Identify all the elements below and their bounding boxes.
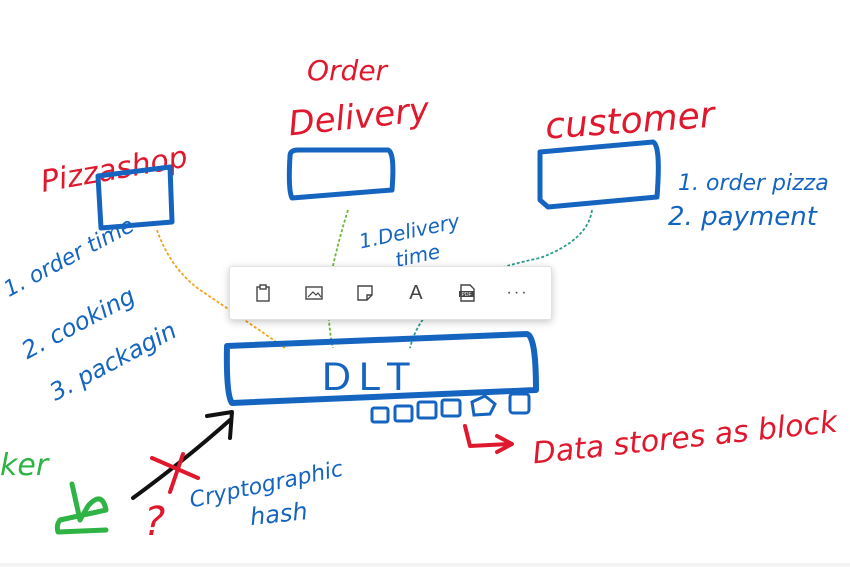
text-icon: A: [409, 281, 423, 304]
bottom-edge: [0, 563, 850, 567]
label-delivery: Delivery: [287, 90, 432, 145]
more-options-button[interactable]: ···: [500, 275, 536, 311]
context-toolbar: A PDF ···: [229, 266, 552, 320]
dlt-label: DLT: [322, 355, 419, 399]
label-order: Order: [307, 54, 389, 87]
red-x: [150, 452, 200, 494]
data-stores-label: Data stores as block: [531, 405, 841, 472]
red-arrow: [463, 424, 514, 454]
clipboard-icon: [256, 284, 271, 302]
green-b-glyph: [54, 481, 109, 535]
svg-text:PDF: PDF: [461, 292, 471, 298]
customer-step-1: 1. order pizza: [678, 171, 829, 196]
maker-label: ker: [0, 448, 50, 483]
sticky-note-icon: [357, 285, 373, 301]
pizzashop-box: [95, 164, 175, 231]
black-arrow: [131, 410, 234, 500]
clipboard-button[interactable]: [245, 275, 281, 311]
sticky-note-button[interactable]: [347, 275, 383, 311]
more-icon: ···: [506, 284, 529, 301]
pdf-icon: PDF: [458, 284, 475, 302]
pdf-button[interactable]: PDF: [449, 275, 485, 311]
pizzashop-connector: [156, 229, 286, 349]
text-button[interactable]: A: [398, 275, 434, 311]
insert-image-button[interactable]: [296, 275, 332, 311]
image-icon: [305, 286, 323, 300]
delivery-box: [286, 147, 396, 201]
dlt-box: [223, 331, 539, 406]
label-customer: customer: [544, 95, 718, 148]
hash-label: hash: [249, 497, 309, 531]
customer-step-2: 2. payment: [668, 202, 818, 232]
question-mark: ?: [144, 499, 165, 545]
block-chain: [370, 392, 531, 424]
customer-box: [537, 139, 661, 210]
